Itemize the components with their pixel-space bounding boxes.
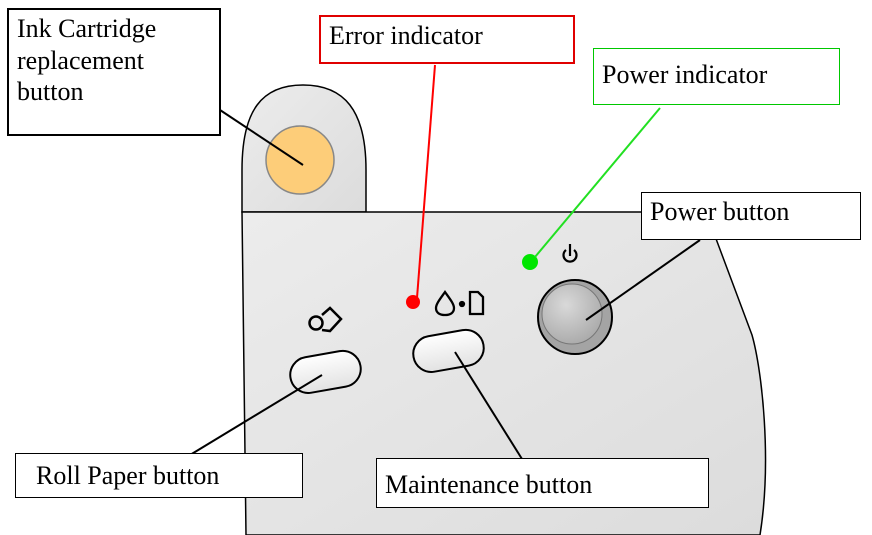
error-indicator-led [406,295,420,309]
error-indicator-leader [416,64,436,299]
power-icon [562,244,578,263]
roll-paper-icon [308,306,343,333]
maintenance-callout: Maintenance button [376,458,709,508]
roll-paper-callout: Roll Paper button [15,453,303,498]
maintenance-leader [454,351,523,460]
roll-paper-leader [189,374,323,456]
ink-cartridge-replacement-button[interactable] [265,125,335,195]
power-indicator-leader [534,107,661,258]
roll-paper-label: Roll Paper button [36,461,220,490]
power-button-label: Power button [650,197,790,226]
ink-cartridge-label-line2: replacement [17,45,145,75]
power-button-leader [585,239,701,321]
power-button-face[interactable] [541,283,603,345]
error-indicator-callout: Error indicator [319,15,575,64]
control-panel-body [241,211,767,535]
power-indicator-label: Power indicator [602,60,768,89]
ink-cartridge-leader [219,109,304,166]
power-indicator-led [522,254,538,270]
maintenance-button[interactable] [410,327,486,375]
ink-drop-paper-icon [434,290,485,317]
power-indicator-callout: Power indicator [593,48,840,105]
ink-cartridge-callout: Ink Cartridge replacement button [7,8,221,136]
ink-cartridge-label-line3: button [17,77,84,107]
maintenance-label: Maintenance button [385,470,593,499]
error-indicator-label: Error indicator [329,21,483,50]
power-button-callout: Power button [641,192,861,240]
ink-cartridge-label-line1: Ink Cartridge [17,14,157,43]
